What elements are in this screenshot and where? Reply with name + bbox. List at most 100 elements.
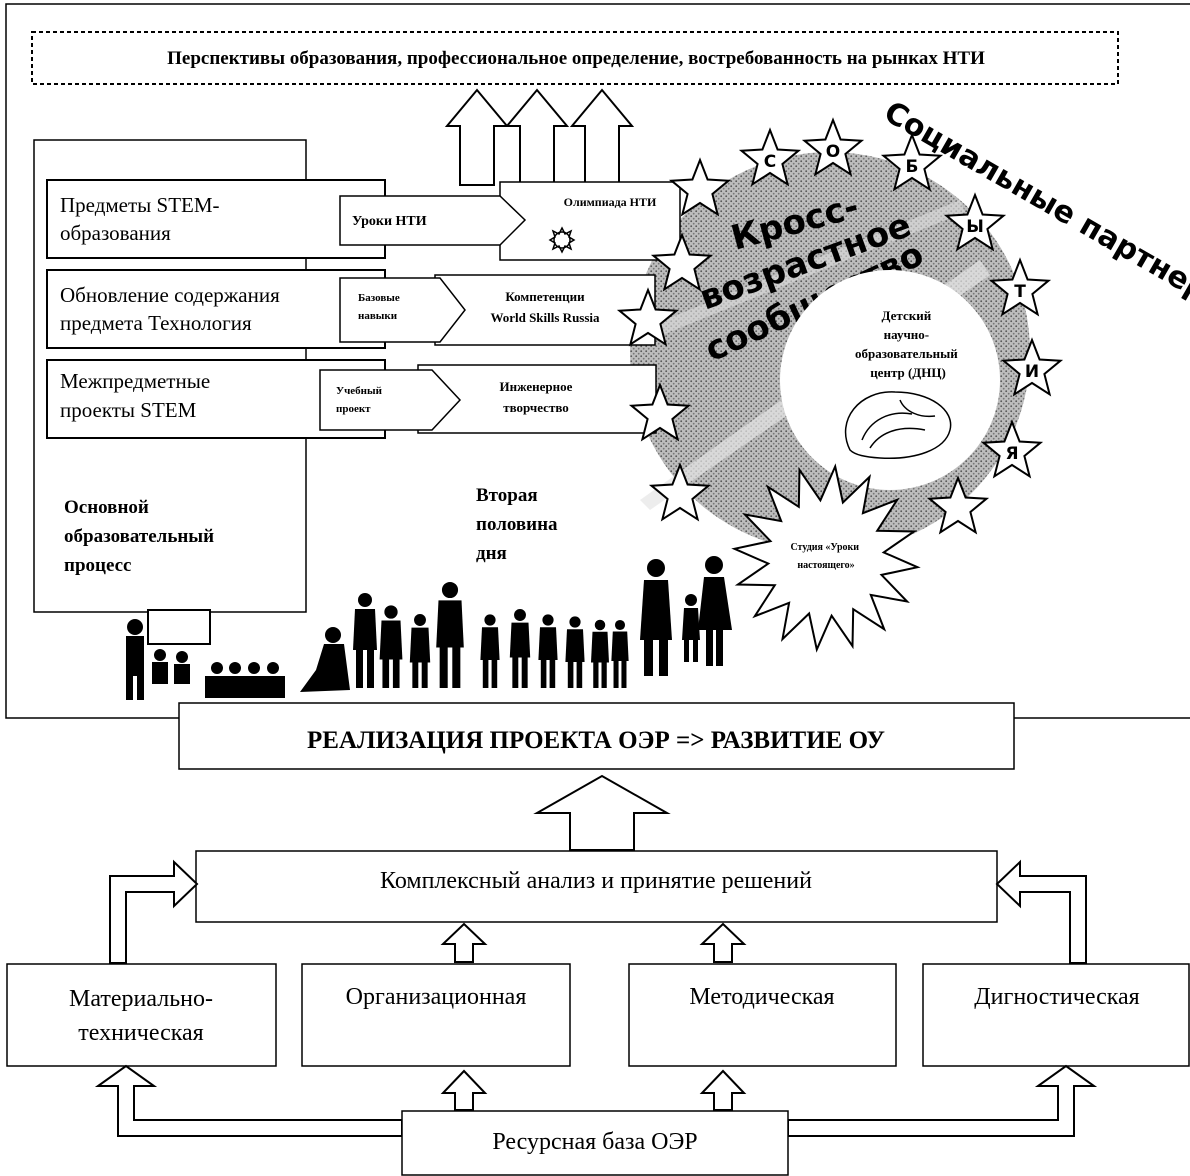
center-line-4: центр (ДНЦ): [870, 365, 946, 380]
row-1: Предметы STEM-образования Уроки НТИ Олим…: [46, 179, 681, 261]
star-6: [988, 257, 1052, 317]
star-9: [926, 475, 990, 535]
side-elbow-arrows: [109, 859, 1087, 964]
row-1-title-line-1: Предметы STEM-: [60, 193, 220, 217]
big-up-arrow: [533, 774, 671, 851]
person-silhouette: [379, 605, 403, 688]
second-half-line-1: Вторая: [476, 485, 538, 506]
row-2-result-line-1: Компетенции: [505, 289, 585, 304]
people-silhouettes: [126, 556, 732, 700]
row-2-tag-line-2: навыки: [358, 310, 398, 322]
top-banner: Перспективы образования, профессионально…: [31, 31, 1119, 85]
svg-text:Материально-техническая: Материально-техническая: [69, 986, 213, 1046]
top-banner-text: Перспективы образования, профессионально…: [167, 48, 985, 69]
row-1-tag: Уроки НТИ: [352, 214, 427, 229]
person-silhouette: [509, 609, 531, 688]
star-letter-7: Я: [1005, 444, 1018, 464]
star-10: [650, 232, 714, 292]
brain-icon: [844, 391, 952, 459]
main-process-line-2: образовательный: [64, 526, 214, 547]
analysis-small-arrows: [440, 922, 747, 963]
row-3-result-line-1: Инженерное: [500, 379, 573, 394]
row-3-tag-line-1: Учебный: [336, 385, 383, 397]
base-4-label: Дигностическая: [974, 984, 1139, 1010]
main-process-label: Основной образовательный процесс: [64, 497, 219, 576]
light-beam-2: [640, 200, 965, 342]
row-3-result-line-2: творчество: [503, 400, 569, 415]
star-letter-1: С: [764, 152, 776, 172]
studio-line-2: настоящего»: [797, 560, 854, 571]
main-process-line-1: Основной: [64, 497, 149, 518]
main-process-line-3: процесс: [64, 555, 132, 576]
star-4: [880, 132, 944, 192]
star-letter-4: Ы: [966, 217, 984, 237]
star-3: [801, 117, 865, 177]
center-line-3: образовательный: [855, 346, 958, 361]
person-silhouette: [353, 593, 377, 688]
row-1-result: Олимпиада НТИ: [564, 195, 657, 209]
row-2-result-line-2: World Skills Russia: [490, 310, 600, 325]
resource-arrows: [94, 1064, 1098, 1137]
star-letter-5: Т: [1014, 282, 1026, 302]
star-5: [943, 192, 1007, 252]
row-2-tag-line-1: Базовые: [358, 292, 400, 304]
base-1-line-2: техническая: [78, 1020, 203, 1046]
star-7: [1000, 337, 1064, 397]
analysis-box: [195, 850, 998, 923]
person-silhouette: [591, 619, 609, 688]
resource-base-text: Ресурсная база ОЭР: [492, 1129, 697, 1155]
star-11: [616, 287, 680, 347]
analysis-text: Комплексный анализ и принятие решений: [380, 868, 812, 894]
row-3-title-line-1: Межпредметные: [60, 369, 210, 393]
row-3-title-line-2: проекты STEM: [60, 398, 197, 422]
resource-base-box: [401, 1110, 789, 1176]
center-line-2: научно-: [884, 327, 929, 342]
base-1-line-1: Материально-: [69, 986, 213, 1012]
star-letter-6: И: [1025, 362, 1039, 382]
row-3-tag-line-2: проект: [336, 403, 371, 415]
up-arrows-to-banner: [444, 88, 635, 186]
base-boxes: Материально-техническая Организационная …: [6, 963, 1190, 1067]
star-8: [980, 419, 1044, 479]
person-silhouette: [538, 614, 558, 688]
row-2: Обновление содержания предмета Технология…: [46, 269, 656, 349]
person-silhouette: [409, 614, 431, 688]
stars-ring: С О Б Ы Т И Я: [616, 117, 1064, 535]
second-half-line-2: половина: [476, 514, 558, 535]
star-letter-3: Б: [906, 157, 919, 177]
person-silhouette: [611, 619, 629, 688]
base-3-label: Методическая: [689, 984, 834, 1010]
star-13: [648, 462, 712, 522]
second-half-label: Вторая половина дня: [476, 485, 562, 564]
row-2-title-line-1: Обновление содержания: [60, 283, 280, 307]
star-2: [738, 127, 802, 187]
person-silhouette: [436, 581, 464, 688]
realization-box: [178, 702, 1015, 770]
studio-label: Студия «Уроки настоящего»: [790, 542, 861, 571]
star-letter-2: О: [826, 142, 840, 162]
center-line-1: Детский: [882, 308, 932, 323]
center-label: Детский научно- образовательный центр (Д…: [855, 308, 961, 380]
star-12: [628, 382, 692, 442]
realization-text: РЕАЛИЗАЦИЯ ПРОЕКТА ОЭР => РАЗВИТИЕ ОУ: [307, 727, 885, 754]
svg-text:Предметы STEM-образования: Предметы STEM-образования: [60, 193, 220, 245]
person-silhouette: [565, 616, 585, 688]
olympiad-icon: [548, 226, 576, 254]
studio-line-1: Студия «Уроки: [790, 542, 859, 553]
row-2-title-line-2: предмета Технология: [60, 311, 252, 335]
person-silhouette: [480, 614, 500, 688]
base-2-label: Организационная: [346, 984, 527, 1010]
row-1-title-line-2: образования: [60, 221, 171, 245]
second-half-line-3: дня: [476, 543, 507, 564]
center-circle: [780, 270, 1000, 490]
star-1: [668, 157, 732, 217]
studio-burst: Студия «Уроки настоящего»: [731, 463, 921, 653]
